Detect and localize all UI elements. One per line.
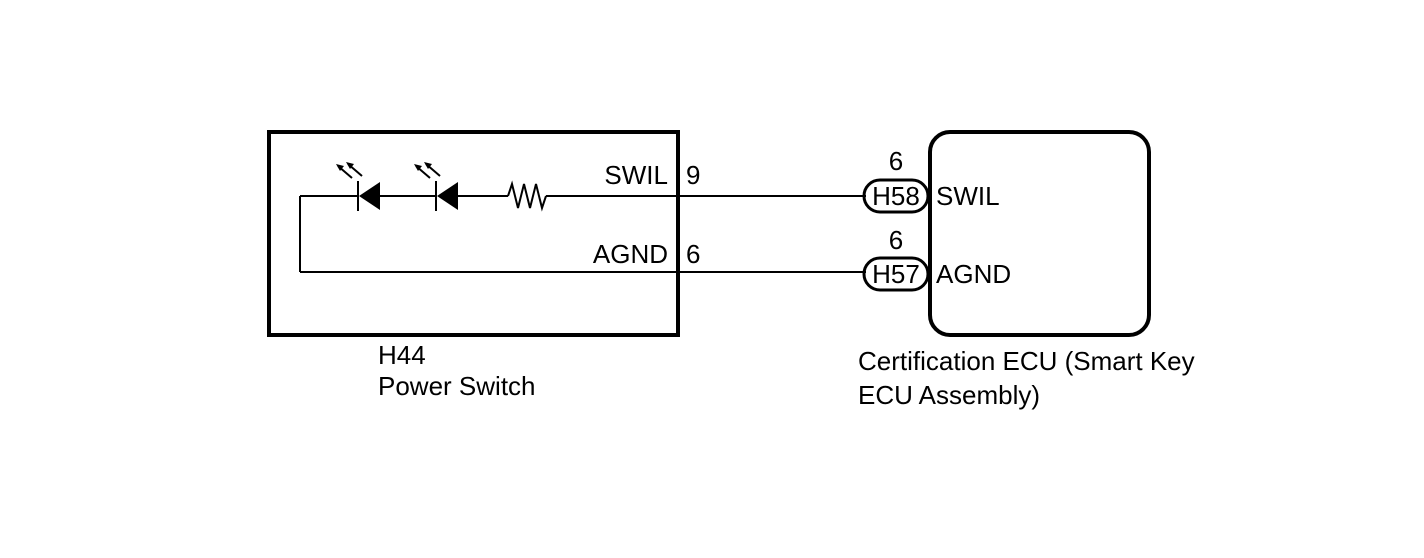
connector-h57-label: H57 [872, 259, 920, 289]
ps-swil-label: SWIL [604, 160, 668, 190]
ecu-box [928, 130, 1151, 337]
power-switch-box [267, 130, 680, 337]
ecu-agnd-pin: 6 [889, 225, 903, 255]
ecu-swil-label: SWIL [936, 181, 1000, 211]
power-switch-connector-id: H44 [378, 340, 426, 370]
ecu-name-line1: Certification ECU (Smart Key [858, 346, 1195, 376]
ecu-swil-pin: 6 [889, 146, 903, 176]
resistor-icon [507, 180, 547, 212]
ps-agnd-pin: 6 [686, 239, 700, 269]
power-switch-name: Power Switch [378, 371, 536, 401]
connector-h58-oval [862, 178, 930, 214]
ps-agnd-label: AGND [593, 239, 668, 269]
ecu-name-line2: ECU Assembly) [858, 380, 1040, 410]
connector-h58-label: H58 [872, 181, 920, 211]
ecu-agnd-label: AGND [936, 259, 1011, 289]
led-1-icon [336, 162, 436, 211]
ps-swil-pin: 9 [686, 160, 700, 190]
connector-h57-oval [862, 256, 930, 292]
led-2-icon [414, 162, 508, 211]
